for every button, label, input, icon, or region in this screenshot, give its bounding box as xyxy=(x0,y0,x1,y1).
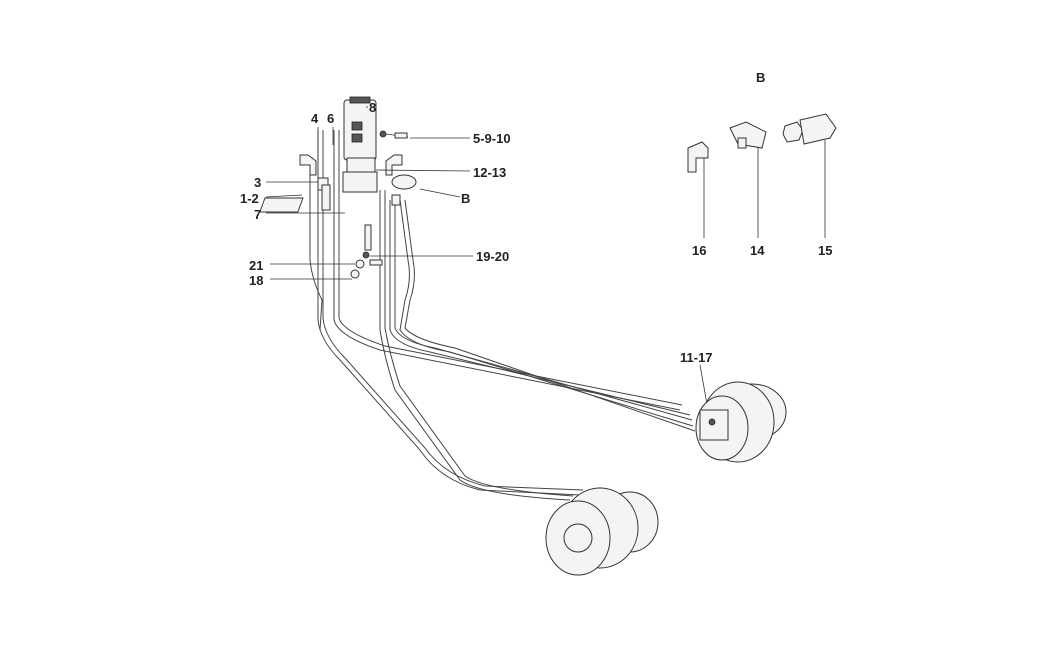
detail-b-fittings xyxy=(687,113,837,173)
travel-motor-left xyxy=(545,487,659,576)
callout-12-13: 12-13 xyxy=(473,165,506,180)
hydraulic-hoses xyxy=(309,130,696,501)
callout-14: 14 xyxy=(750,243,765,258)
travel-motor-right xyxy=(695,381,787,463)
callout-11-17: 11-17 xyxy=(680,350,713,365)
rotary-valve-assembly xyxy=(259,96,417,279)
callout-8: 8 xyxy=(369,100,376,115)
callout-15: 15 xyxy=(818,243,832,258)
callout-3: 3 xyxy=(254,175,261,190)
detail-b-title: B xyxy=(756,70,765,85)
callout-16: 16 xyxy=(692,243,706,258)
callout-5-9-10: 5-9-10 xyxy=(473,131,511,146)
callout-4: 4 xyxy=(311,111,319,126)
callout-6: 6 xyxy=(327,111,334,126)
callout-labels: B 8 4 6 5-9-10 12-13 3 1-2 B 7 21 19-20 … xyxy=(240,70,832,365)
callout-21: 21 xyxy=(249,258,263,273)
callout-18: 18 xyxy=(249,273,263,288)
callout-b: B xyxy=(461,191,470,206)
callout-7: 7 xyxy=(254,207,261,222)
callout-leaders xyxy=(265,106,826,411)
callout-1-2: 1-2 xyxy=(240,191,259,206)
callout-19-20: 19-20 xyxy=(476,249,509,264)
